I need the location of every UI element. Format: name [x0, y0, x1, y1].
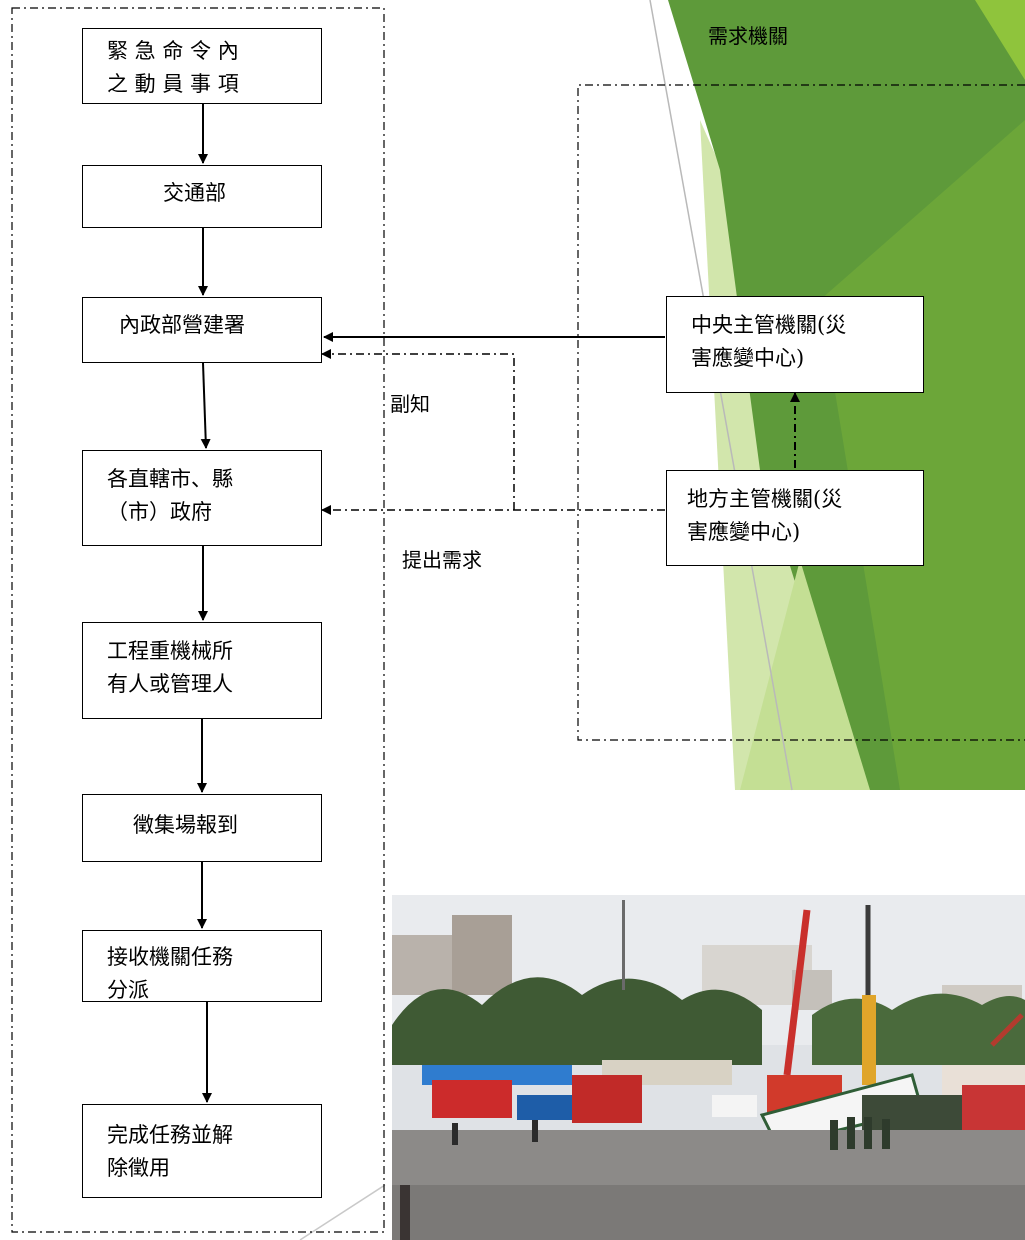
box-report-site: 徵集場報到	[82, 794, 322, 862]
left-group-outline	[11, 7, 385, 1233]
edge-label-request: 提出需求	[402, 548, 482, 572]
box-construction-agency: 內政部營建署	[82, 297, 322, 363]
box-complete-release: 完成任務並解除徵用	[82, 1104, 322, 1198]
arrow-flow-3	[200, 362, 211, 449]
region-label: 需求機關	[708, 24, 788, 48]
right-group-outline	[577, 84, 1025, 741]
green-shape-light-low	[740, 560, 870, 790]
box-machinery-owner: 工程重機械所有人或管理人	[82, 622, 322, 719]
box-central-authority: 中央主管機關(災害應變中心)	[666, 296, 924, 393]
box-ministry-transport: 交通部	[82, 165, 322, 228]
rescue-drill-photo	[392, 895, 1025, 1240]
box-task-assign: 接收機關任務分派	[82, 930, 322, 1002]
edge-label-cc: 副知	[390, 392, 430, 416]
box-local-gov: 各直轄市、縣（市）政府	[82, 450, 322, 546]
green-shape-mid	[820, 120, 1025, 790]
box-local-authority: 地方主管機關(災害應變中心)	[666, 470, 924, 566]
box-emergency-order: 緊 急 命 令 內之 動 員 事 項	[82, 28, 322, 104]
decor-line-low	[299, 1184, 386, 1240]
arrow-cc-branch	[321, 349, 515, 510]
decor-line	[649, 0, 793, 791]
